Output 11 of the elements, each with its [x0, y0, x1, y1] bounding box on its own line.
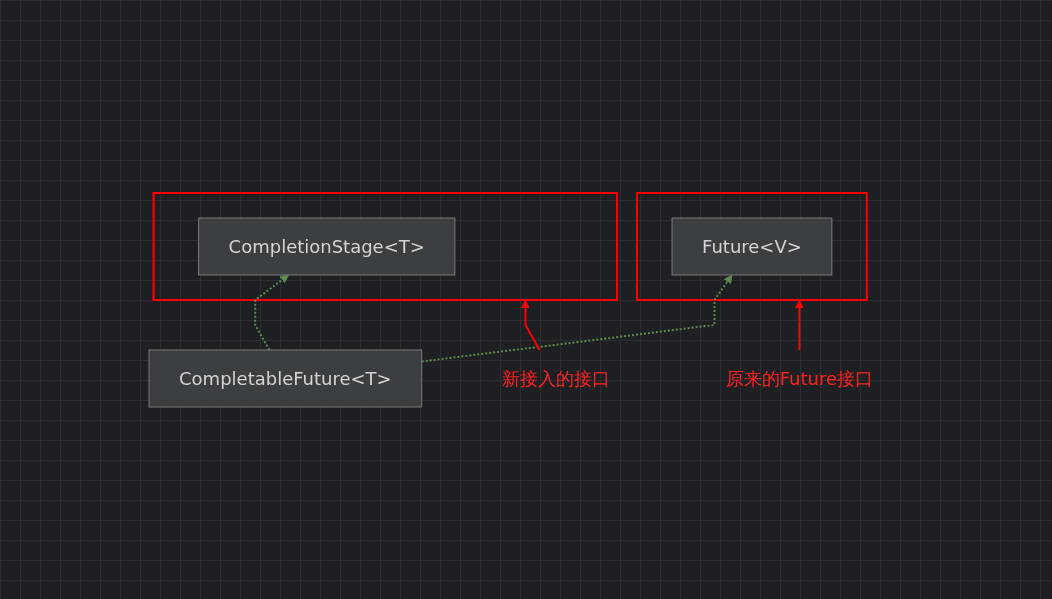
arrow — [420, 274, 733, 362]
node-box: Future<V> — [671, 217, 833, 275]
node-box: CompletionStage<T> — [198, 217, 456, 275]
node-text: 新接入的接口 — [501, 367, 610, 389]
cluster — [636, 191, 868, 301]
node-text: 原来的Future接口 — [725, 367, 874, 389]
arrow — [521, 299, 541, 351]
arrow — [254, 274, 289, 351]
node-box: CompletableFuture<T> — [148, 349, 423, 407]
cluster — [152, 191, 618, 301]
arrow — [794, 299, 804, 351]
